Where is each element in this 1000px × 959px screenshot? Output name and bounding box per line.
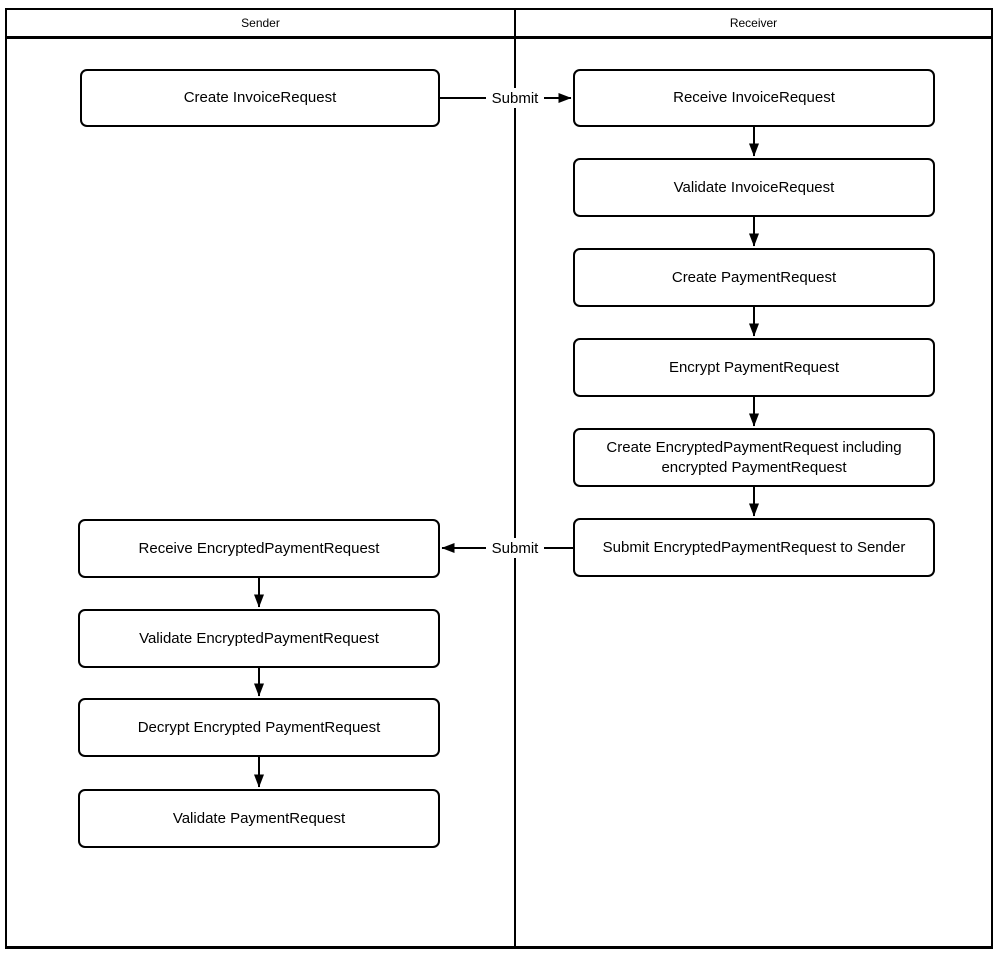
lane-title-receiver: Receiver	[729, 16, 778, 30]
edge-label-submit-top: Submit	[486, 88, 544, 108]
node-validate-paymentrequest: Validate PaymentRequest	[78, 789, 440, 848]
node-create-paymentrequest: Create PaymentRequest	[573, 248, 935, 307]
node-submit-encryptedpaymentrequest: Submit EncryptedPaymentRequest to Sender	[573, 518, 935, 577]
node-validate-invoicerequest: Validate InvoiceRequest	[573, 158, 935, 217]
swimlane-frame	[5, 8, 993, 949]
node-validate-encryptedpaymentrequest: Validate EncryptedPaymentRequest	[78, 609, 440, 668]
node-encrypt-paymentrequest: Encrypt PaymentRequest	[573, 338, 935, 397]
node-receive-encryptedpaymentrequest: Receive EncryptedPaymentRequest	[78, 519, 440, 578]
node-receive-invoicerequest: Receive InvoiceRequest	[573, 69, 935, 127]
node-create-invoicerequest: Create InvoiceRequest	[80, 69, 440, 127]
swimlane-header-divider	[5, 36, 993, 39]
lane-title-sender: Sender	[241, 16, 280, 30]
lane-divider	[514, 8, 516, 949]
edge-label-submit-bottom: Submit	[486, 538, 544, 558]
node-decrypt-encrypted-paymentrequest: Decrypt Encrypted PaymentRequest	[78, 698, 440, 757]
node-create-encryptedpaymentrequest: Create EncryptedPaymentRequest including…	[573, 428, 935, 487]
